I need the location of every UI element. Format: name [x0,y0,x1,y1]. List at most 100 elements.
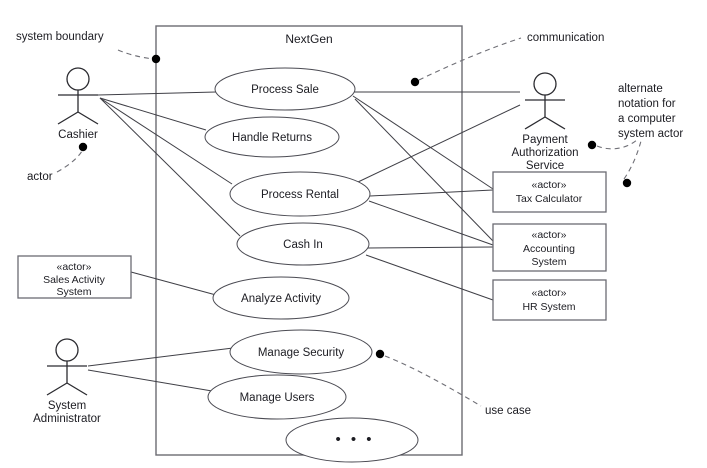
box-actor-label-line1: Accounting [523,243,575,255]
annotation-dot [410,77,420,87]
box-actor-label-line1: Sales Activity [43,274,106,286]
box-actor-stereotype: «actor» [531,229,566,241]
annotation-use-case: use case [375,349,531,417]
actor-label: Cashier [58,129,98,141]
use-case-shape[interactable] [212,276,350,320]
assoc-process-rental-accounting-system [368,200,494,246]
box-actor-label-line1: Tax Calculator [516,193,583,205]
annotation-dot [375,349,385,359]
actor-label-line2: Administrator [33,413,101,425]
use-case-shape[interactable] [229,329,373,375]
actor-leg-left-icon [524,116,546,130]
use-case-process-rental[interactable]: Process Rental [229,171,371,217]
actor-head-icon [66,67,90,91]
annotation-label-line1: alternate [618,83,663,95]
assoc-cashier-handle-returns [99,97,207,131]
box-actor-shape[interactable] [492,223,607,272]
assoc-process-rental-tax-calculator [369,189,494,197]
assoc-cashier-cash-in [99,97,241,237]
system-boundary-title: NextGen [285,32,332,46]
annotation-actor: actor [27,142,88,183]
annotation-label: use case [485,405,531,417]
annotation-label-line4: system actor [618,128,683,140]
assoc-sysadmin-manage-security [87,347,234,367]
use-case-label-ellipsis: • • • [335,431,374,448]
actor-payment-authorization-service[interactable]: Payment Authorization Service [511,72,579,172]
actor-label-line2: Authorization [511,147,578,159]
annotation-leader-line [418,37,522,81]
assoc-cash-in-accounting-system [367,246,494,249]
box-actor-stereotype: «actor» [531,179,566,191]
annotation-alternate-notation: alternate notation for a computer system… [587,83,683,188]
use-case-label: Process Sale [251,84,319,96]
use-case-label: Handle Returns [232,132,312,144]
annotation-label: actor [27,171,53,183]
use-case-cash-in[interactable]: Cash In [236,222,370,266]
use-case-label: Manage Users [240,392,315,404]
annotation-leader-line-2 [623,140,642,180]
actor-leg-right-icon [544,116,566,130]
annotation-leader-line-1 [596,138,639,150]
use-case-shape[interactable] [236,222,370,266]
annotation-dot-1 [587,140,597,150]
box-actor-shape[interactable] [492,279,607,321]
box-actor-label-line2: System [56,286,91,298]
assoc-cashier-process-sale [97,91,217,96]
box-actor-accounting-system[interactable]: «actor» Accounting System [492,223,607,272]
use-case-more[interactable]: • • • [285,417,419,463]
association-lines [87,91,521,392]
use-case-manage-security[interactable]: Manage Security [229,329,373,375]
annotation-dot [78,142,88,152]
actor-leg-right-icon [77,111,99,125]
box-actor-hr-system[interactable]: «actor» HR System [492,279,607,321]
box-actor-stereotype: «actor» [56,261,91,273]
use-case-label: Process Rental [261,189,339,201]
annotation-leader-line [117,49,154,60]
annotation-label: system boundary [16,31,104,43]
box-actor-sales-activity-system[interactable]: «actor» Sales Activity System [17,255,132,299]
use-case-analyze-activity[interactable]: Analyze Activity [212,276,350,320]
use-case-shape[interactable] [214,67,356,111]
assoc-cash-in-hr-system [365,254,494,301]
actor-leg-left-icon [57,111,79,125]
use-case-manage-users[interactable]: Manage Users [207,374,347,420]
annotation-communication: communication [410,32,604,87]
box-actor-label-line2: System [531,256,566,268]
actor-label-line1: Payment [522,134,568,146]
use-case-handle-returns[interactable]: Handle Returns [204,116,340,158]
use-case-label: Cash In [283,239,323,251]
use-case-shape[interactable] [204,116,340,158]
box-actor-tax-calculator[interactable]: «actor» Tax Calculator [492,171,607,213]
annotation-label-line3: a computer [618,113,676,125]
actor-system-administrator[interactable]: System Administrator [33,338,101,425]
annotation-dot [151,54,161,64]
use-case-label: Analyze Activity [241,293,321,305]
box-actor-label-line1: HR System [522,301,575,313]
assoc-process-sale-tax-calculator [352,95,494,190]
annotation-leader-line [384,355,482,407]
box-actor-shape[interactable] [492,171,607,213]
actor-leg-right-icon [66,382,88,396]
assoc-sysadmin-manage-users [87,369,213,392]
actor-leg-left-icon [46,382,68,396]
assoc-process-rental-payment-auth [357,104,521,183]
annotation-leader-line [56,150,83,173]
annotation-dot-2 [622,178,632,188]
use-case-process-sale[interactable]: Process Sale [214,67,356,111]
annotation-label-line2: notation for [618,98,676,110]
assoc-process-sale-accounting-system [354,98,494,242]
annotation-label: communication [527,32,604,44]
use-case-shape[interactable] [207,374,347,420]
actor-head-icon [55,338,79,362]
box-actor-shape[interactable] [17,255,132,299]
actor-head-icon [533,72,557,96]
use-case-label: Manage Security [258,347,345,359]
annotation-system-boundary: system boundary [16,31,161,64]
use-case-shape[interactable] [229,171,371,217]
actor-cashier[interactable]: Cashier [57,67,99,141]
use-case-shape[interactable] [285,417,419,463]
actor-label-line1: System [48,400,86,412]
box-actor-stereotype: «actor» [531,287,566,299]
